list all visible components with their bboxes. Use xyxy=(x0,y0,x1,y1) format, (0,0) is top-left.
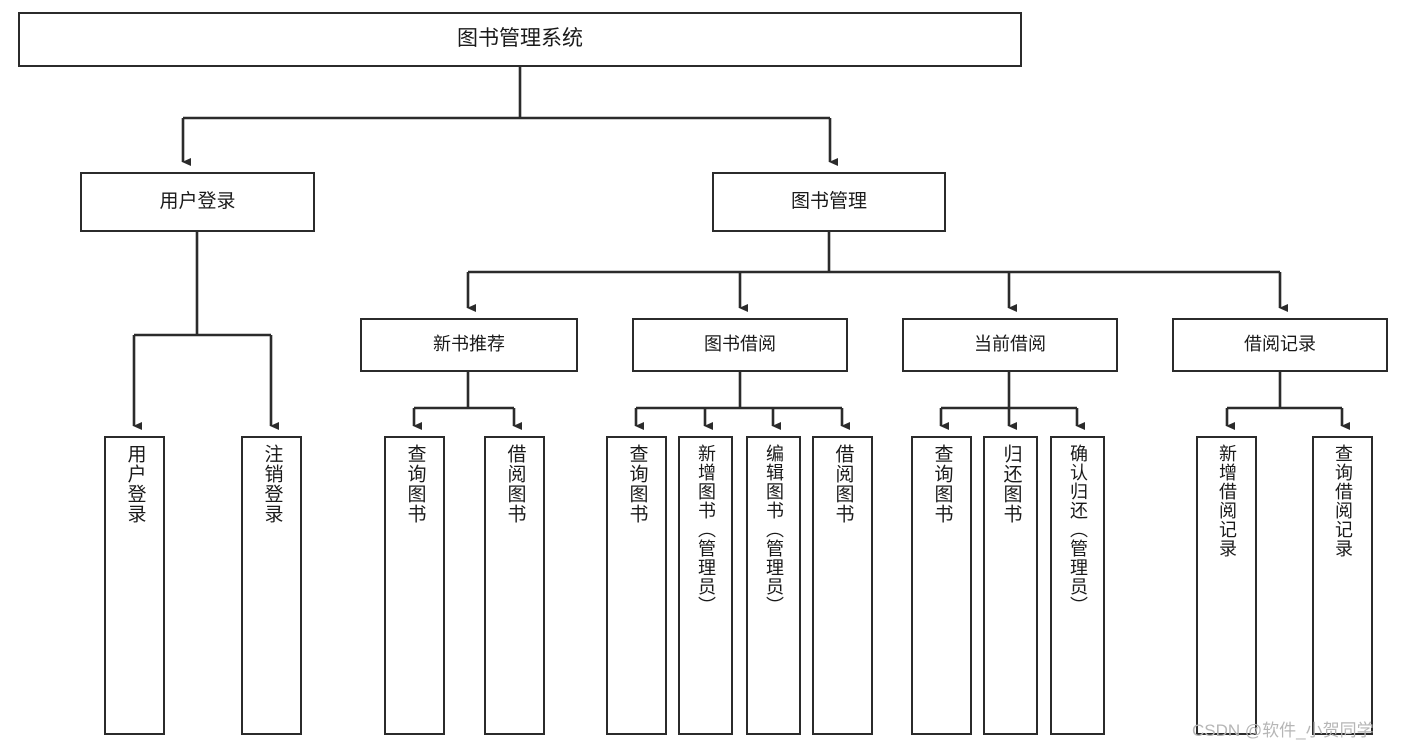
node-leaf-return-book-label: 归还图书 xyxy=(1000,444,1022,524)
node-leaf-borrow-book-recommend-label: 借阅图书 xyxy=(504,444,526,524)
node-borrow-record[interactable]: 借阅记录 xyxy=(1172,318,1388,372)
node-leaf-borrow-book-label: 借阅图书 xyxy=(832,444,854,524)
node-leaf-user-login[interactable]: 用户登录 xyxy=(104,436,165,735)
node-leaf-borrow-book-recommend[interactable]: 借阅图书 xyxy=(484,436,545,735)
node-leaf-edit-book-label: 编辑图书（管理员） xyxy=(763,444,784,615)
node-new-book-recommend-label: 新书推荐 xyxy=(433,334,505,355)
node-leaf-query-book-borrow[interactable]: 查询图书 xyxy=(606,436,667,735)
node-leaf-add-borrow-record-label: 新增借阅记录 xyxy=(1216,444,1237,558)
node-root-system-label: 图书管理系统 xyxy=(457,27,583,51)
node-leaf-query-book-borrow-label: 查询图书 xyxy=(626,444,648,524)
node-leaf-query-borrow-record[interactable]: 查询借阅记录 xyxy=(1312,436,1373,735)
node-user-login-label: 用户登录 xyxy=(159,190,236,212)
node-leaf-add-book-label: 新增图书（管理员） xyxy=(695,444,716,615)
node-leaf-query-book-current-label: 查询图书 xyxy=(931,444,953,524)
node-leaf-borrow-book[interactable]: 借阅图书 xyxy=(812,436,873,735)
node-leaf-add-book[interactable]: 新增图书（管理员） xyxy=(678,436,733,735)
node-book-management[interactable]: 图书管理 xyxy=(712,172,946,232)
node-current-borrow-label: 当前借阅 xyxy=(974,334,1046,355)
node-leaf-logout[interactable]: 注销登录 xyxy=(241,436,302,735)
node-leaf-query-book-recommend-label: 查询图书 xyxy=(404,444,426,524)
node-leaf-add-borrow-record[interactable]: 新增借阅记录 xyxy=(1196,436,1257,735)
node-book-borrow-label: 图书借阅 xyxy=(704,334,776,355)
node-leaf-return-book[interactable]: 归还图书 xyxy=(983,436,1038,735)
node-leaf-query-book-current[interactable]: 查询图书 xyxy=(911,436,972,735)
node-current-borrow[interactable]: 当前借阅 xyxy=(902,318,1118,372)
node-leaf-edit-book[interactable]: 编辑图书（管理员） xyxy=(746,436,801,735)
node-book-management-label: 图书管理 xyxy=(790,190,867,212)
node-borrow-record-label: 借阅记录 xyxy=(1244,334,1316,355)
node-leaf-confirm-return[interactable]: 确认归还（管理员） xyxy=(1050,436,1105,735)
csdn-watermark: CSDN @软件_小贺同学 xyxy=(1192,721,1374,740)
node-new-book-recommend[interactable]: 新书推荐 xyxy=(360,318,578,372)
node-leaf-user-login-label: 用户登录 xyxy=(124,444,146,524)
node-root-system[interactable]: 图书管理系统 xyxy=(18,12,1022,67)
node-book-borrow[interactable]: 图书借阅 xyxy=(632,318,848,372)
node-leaf-confirm-return-label: 确认归还（管理员） xyxy=(1067,444,1088,615)
node-leaf-logout-label: 注销登录 xyxy=(261,444,283,524)
node-leaf-query-book-recommend[interactable]: 查询图书 xyxy=(384,436,445,735)
node-user-login[interactable]: 用户登录 xyxy=(80,172,315,232)
node-leaf-query-borrow-record-label: 查询借阅记录 xyxy=(1332,444,1353,558)
